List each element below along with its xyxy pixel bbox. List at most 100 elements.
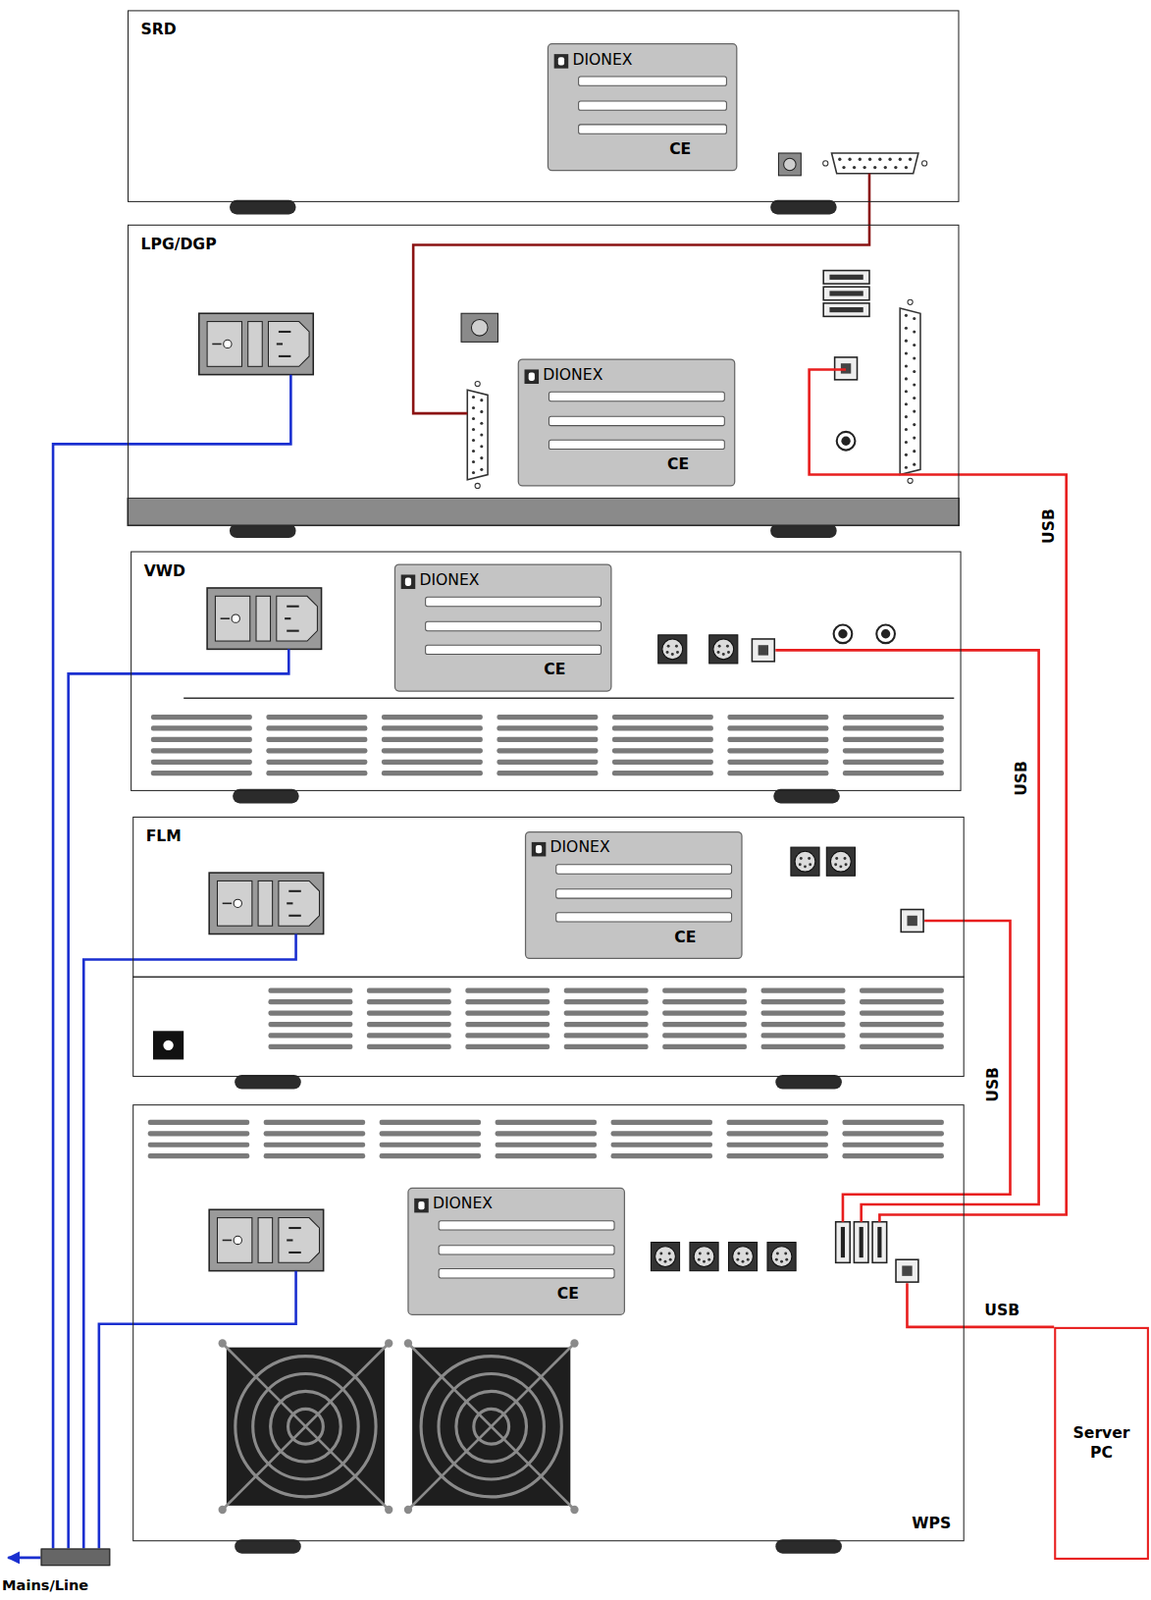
part (162, 1040, 173, 1050)
part (709, 634, 738, 664)
part (611, 1119, 713, 1125)
part (761, 1032, 846, 1038)
part (667, 644, 671, 648)
part (732, 1246, 754, 1267)
part (525, 832, 742, 959)
part (612, 714, 714, 720)
part (727, 736, 829, 742)
part (745, 1252, 749, 1256)
part (912, 382, 916, 386)
part (496, 759, 598, 765)
brand-name: DIONEX (572, 52, 632, 68)
part (496, 714, 598, 720)
part (775, 1074, 842, 1090)
part (662, 1032, 747, 1038)
part (183, 697, 954, 700)
part (216, 1217, 252, 1263)
part (872, 1221, 888, 1263)
part (706, 1252, 710, 1256)
part (727, 650, 731, 654)
part (479, 468, 483, 471)
part (229, 200, 297, 215)
part (650, 1242, 680, 1271)
part (859, 1044, 944, 1049)
part (381, 759, 483, 765)
part (132, 975, 965, 978)
brand-name: DIONEX (432, 1196, 493, 1212)
part (784, 1252, 787, 1256)
part (658, 1257, 662, 1261)
part (207, 587, 321, 649)
part (666, 650, 670, 654)
part (873, 165, 877, 169)
part (713, 638, 734, 660)
part (908, 157, 912, 161)
part (286, 901, 293, 904)
part (263, 1130, 366, 1136)
part (211, 343, 221, 346)
part (840, 1226, 845, 1257)
part (151, 725, 253, 731)
part (564, 1021, 649, 1027)
part (278, 330, 291, 333)
part (901, 1264, 912, 1275)
node-label: VWD (144, 561, 186, 580)
part (900, 909, 924, 933)
part (284, 617, 291, 620)
brand-name: DIONEX (418, 572, 479, 588)
part (151, 770, 253, 776)
part (258, 880, 273, 926)
part (231, 614, 240, 623)
part (223, 339, 232, 348)
part (840, 436, 850, 446)
part (496, 747, 598, 753)
part (151, 736, 253, 742)
part (876, 624, 895, 643)
part (912, 410, 916, 414)
brand-name: DIONEX (550, 839, 611, 856)
part (381, 736, 483, 742)
part (826, 846, 855, 876)
part (907, 477, 913, 483)
part (548, 391, 725, 401)
part (842, 736, 944, 742)
part (780, 1259, 784, 1263)
part (471, 460, 475, 464)
part (904, 376, 908, 380)
d-sub (467, 389, 488, 480)
part (771, 1246, 792, 1267)
part (727, 747, 829, 753)
part (465, 1044, 550, 1049)
part (570, 1505, 578, 1514)
part (132, 816, 965, 1077)
part (904, 440, 908, 444)
part (658, 634, 687, 664)
part (853, 1221, 869, 1263)
part (790, 846, 820, 876)
part (727, 1152, 829, 1158)
part (474, 380, 480, 386)
part (784, 1257, 788, 1261)
part (408, 1343, 576, 1511)
part (564, 1032, 649, 1038)
part (904, 313, 908, 317)
part (842, 770, 944, 776)
part (220, 617, 230, 620)
part (524, 368, 540, 384)
part (823, 160, 829, 166)
part (904, 389, 908, 393)
part (778, 153, 801, 176)
part (276, 342, 283, 345)
part (718, 644, 722, 648)
part (906, 915, 917, 926)
part (912, 329, 916, 333)
part (829, 307, 863, 313)
part (148, 1130, 250, 1136)
part (727, 725, 829, 731)
part (669, 1257, 673, 1261)
part (798, 862, 802, 866)
part (405, 577, 412, 586)
power-cord (83, 934, 296, 1549)
part (689, 1242, 719, 1271)
ce-mark: CE (543, 662, 566, 679)
